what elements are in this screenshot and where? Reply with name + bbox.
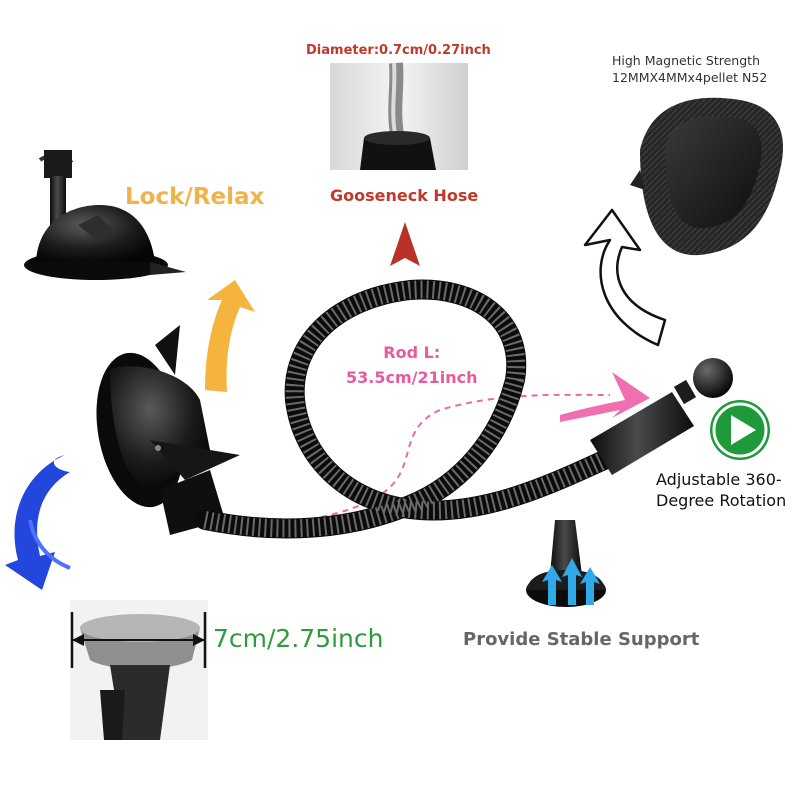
suction-cup-lock-view [24, 150, 186, 280]
magnetic-strength-label: High Magnetic Strength 12MMX4MMx4pellet … [612, 52, 767, 86]
blue-curved-arrow-icon [5, 455, 70, 590]
pink-arrow-icon [560, 372, 650, 422]
rotation-line-2: Degree Rotation [656, 491, 787, 510]
stable-support-label: Provide Stable Support [463, 629, 700, 650]
rod-length-line-1: Rod L: [383, 343, 441, 362]
green-play-badge-icon [710, 400, 770, 460]
gooseneck-closeup-photo [330, 62, 468, 170]
magnetic-strength-line-1: High Magnetic Strength [612, 53, 760, 68]
suction-cup-size-label: 7cm/2.75inch [213, 624, 384, 653]
orange-curved-arrow-icon [205, 280, 255, 392]
blue-arrow-highlight [28, 519, 71, 570]
rod-length-label: Rod L: 53.5cm/21inch [346, 340, 478, 390]
suction-cup-size-photo [70, 600, 208, 740]
rotation-label: Adjustable 360- Degree Rotation [656, 469, 786, 511]
red-up-arrow-icon [390, 222, 420, 266]
rod-length-line-2: 53.5cm/21inch [346, 368, 478, 387]
magnetic-strength-line-2: 12MMX4MMx4pellet N52 [612, 70, 768, 85]
main-suction-cup [96, 325, 240, 535]
diameter-label: Diameter:0.7cm/0.27inch [306, 43, 491, 58]
rotation-line-1: Adjustable 360- [656, 470, 782, 489]
dimension-line [70, 612, 207, 668]
lock-relax-label: Lock/Relax [125, 184, 265, 210]
gooseneck-hose [195, 279, 625, 539]
gooseneck-hose-label: Gooseneck Hose [330, 186, 479, 205]
magnetic-holder [630, 97, 784, 256]
ball-joint-arm [590, 358, 733, 475]
white-curved-arrow-icon [583, 208, 667, 347]
blue-up-arrows-icon [542, 558, 600, 605]
pink-dashed-path [211, 393, 611, 523]
